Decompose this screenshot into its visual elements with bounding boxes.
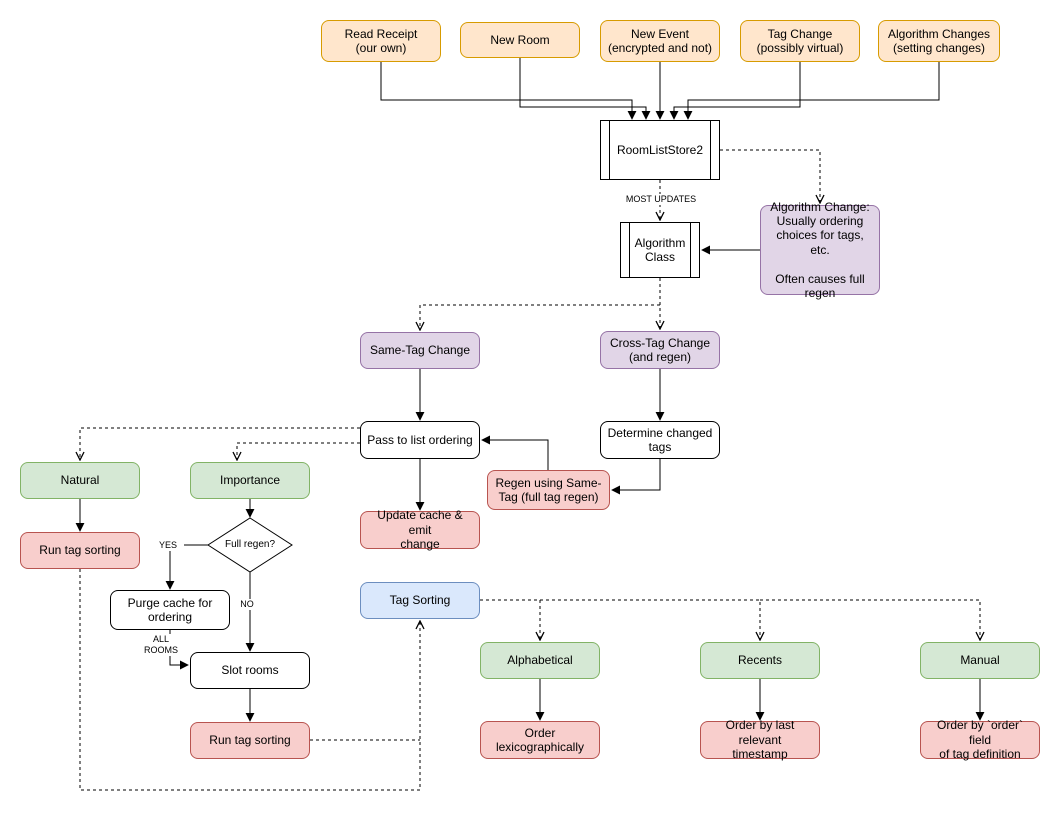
node-tag-sorting: Tag Sorting [360, 582, 480, 619]
edge-store-to-note [720, 149, 820, 203]
edge-label-all-rooms: ALL ROOMS [136, 634, 186, 656]
edge-pass-to-importance [237, 442, 360, 460]
node-alphabetical: Alphabetical [480, 642, 600, 679]
node-algorithm-class: Algorithm Class [620, 222, 700, 278]
node-slot-rooms: Slot rooms [190, 652, 310, 689]
full-regen-decision-diamond [207, 517, 293, 573]
node-order-by-timestamp: Order by last relevant timestamp [700, 718, 820, 761]
node-natural: Natural [20, 462, 140, 499]
node-update-cache: Update cache & emit change [360, 508, 480, 551]
edge-pass-to-natural [80, 427, 360, 460]
edge-tag-change-to-store [669, 62, 801, 120]
node-importance: Importance [190, 462, 310, 499]
edge-new-room-to-store [519, 58, 651, 120]
node-manual: Manual [920, 642, 1040, 679]
edge-algorithm-changes-to-store [683, 62, 940, 120]
node-pass-to-list-ordering: Pass to list ordering [360, 421, 480, 459]
node-same-tag-change: Same-Tag Change [360, 332, 480, 369]
node-recents: Recents [700, 642, 820, 679]
node-purge-cache: Purge cache for ordering [110, 590, 230, 630]
node-tag-change: Tag Change (possibly virtual) [740, 20, 860, 62]
edge-label-no: NO [232, 599, 262, 610]
edge-tag-sorting-to-alphabetical [480, 599, 540, 640]
edge-label-most-updates: MOST UPDATES [610, 194, 712, 205]
node-room-list-store: RoomListStore2 [600, 120, 720, 180]
edge-regen-to-pass [481, 435, 549, 470]
node-read-receipt: Read Receipt (our own) [321, 20, 441, 62]
node-algorithm-change-note: Algorithm Change: Usually ordering choic… [760, 200, 880, 300]
edge-read-receipt-to-store [380, 62, 637, 120]
node-run-tag-sorting-natural: Run tag sorting [20, 532, 140, 569]
full-regen-decision-label: Full regen? [224, 539, 276, 550]
edge-diamond-yes-to-purge [165, 544, 208, 590]
edge-tag-sorting-to-recents [540, 599, 760, 640]
node-order-by-order-field: Order by `order` field of tag definition [920, 718, 1040, 761]
node-new-event: New Event (encrypted and not) [600, 20, 720, 62]
node-run-tag-sorting-importance: Run tag sorting [190, 722, 310, 759]
edge-algorithm-class-to-same-tag [420, 304, 660, 330]
edge-determine-to-regen [611, 459, 661, 495]
edge-tag-sorting-to-manual [760, 599, 980, 640]
node-determine-changed-tags: Determine changed tags [600, 421, 720, 459]
node-order-lexicographically: Order lexicographically [480, 721, 600, 759]
node-regen-same-tag: Regen using Same- Tag (full tag regen) [487, 470, 610, 510]
edge-run-sorting-1-to-tag-sorting [79, 569, 420, 791]
node-new-room: New Room [460, 22, 580, 58]
node-cross-tag-change: Cross-Tag Change (and regen) [600, 331, 720, 369]
edge-label-yes: YES [152, 540, 184, 551]
node-algorithm-changes: Algorithm Changes (setting changes) [878, 20, 1000, 62]
